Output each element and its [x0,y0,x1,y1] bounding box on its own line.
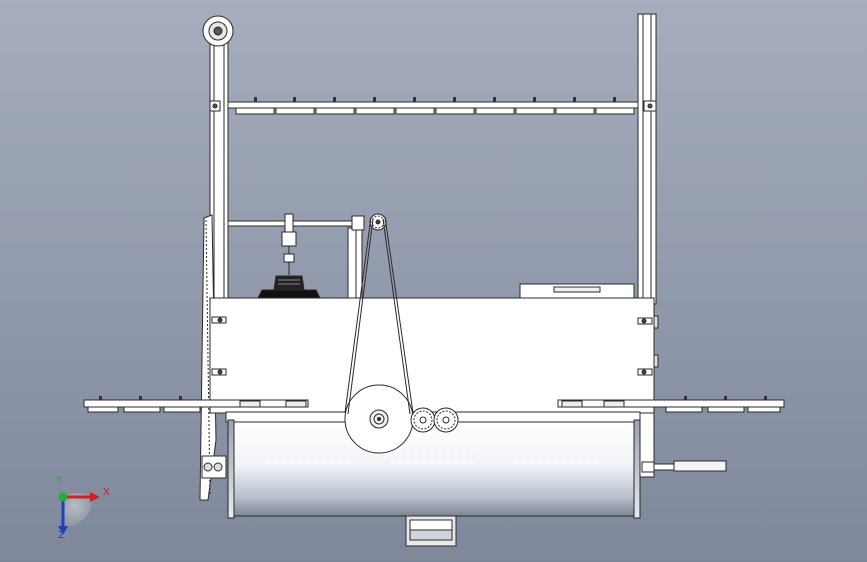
z-axis-label: Z [58,530,65,541]
drive-belt [344,216,414,415]
y-axis-dot [58,492,68,502]
bottom-outlet[interactable] [405,515,457,547]
left-chain-track[interactable] [199,214,227,501]
machine-model[interactable] [83,13,785,547]
small-gear-1[interactable] [410,407,436,433]
left-side-arm[interactable] [83,396,309,413]
drive-wheel[interactable] [344,384,414,454]
triad-sphere [63,492,93,527]
top-beam[interactable] [209,97,657,115]
control-box[interactable] [519,283,635,301]
coordinate-triad [58,492,100,535]
body-fasteners [211,315,659,376]
right-side-arm[interactable] [557,396,785,413]
small-gear-2[interactable] [433,407,459,433]
idler-support[interactable] [347,215,365,301]
y-axis-label: Y [56,475,63,486]
z-arrow-head-icon [58,526,68,535]
dispenser-assembly[interactable] [257,213,321,299]
x-arrow-head-icon [90,492,100,502]
x-axis-label: X [103,487,110,498]
crank-handle[interactable] [641,460,727,473]
rotary-drum[interactable] [227,419,641,519]
main-body[interactable] [209,297,655,414]
right-post[interactable] [637,13,657,305]
